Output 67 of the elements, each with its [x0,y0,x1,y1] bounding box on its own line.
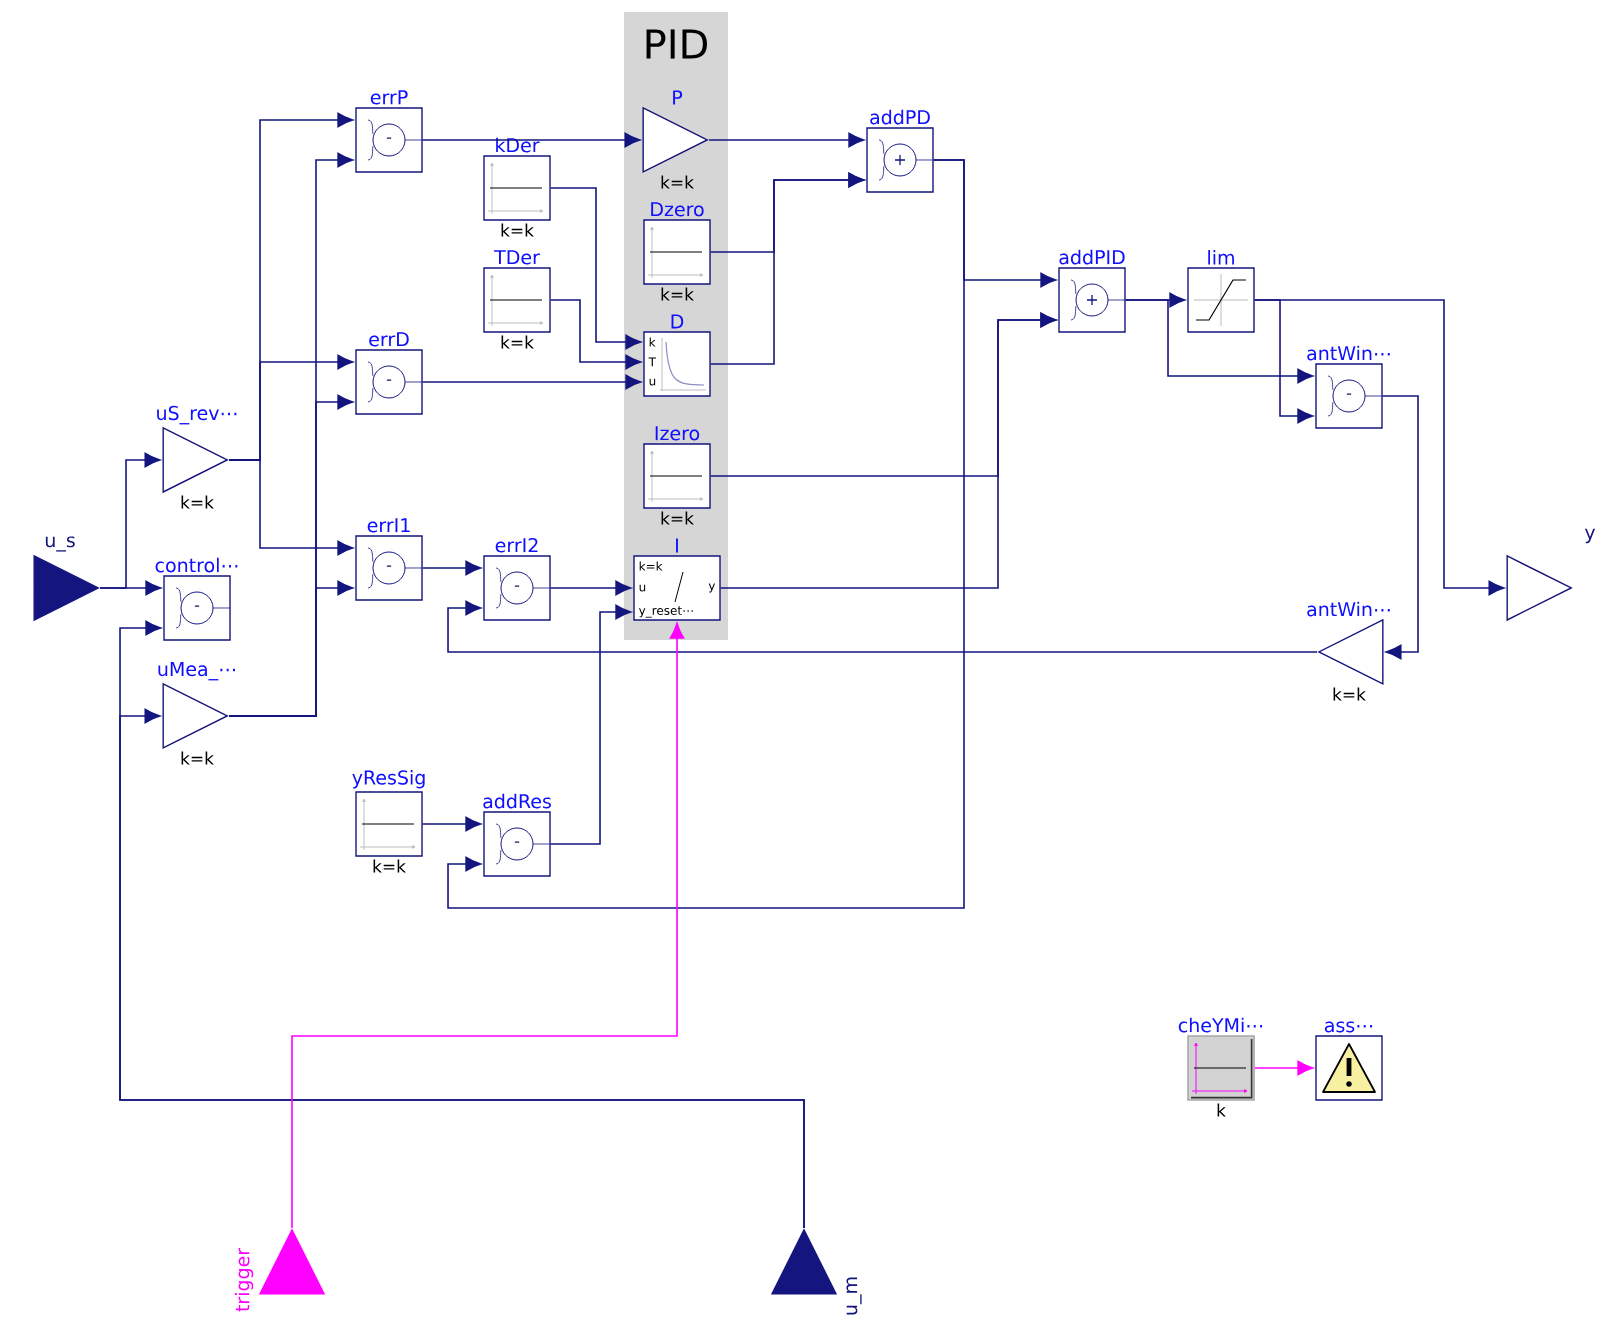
summing-junction: - [372,123,406,157]
summing-junction: - [372,365,406,399]
block-name: ass⋯ [1324,1021,1373,1033]
block-name: uMea_⋯ [158,662,235,681]
block-name: errI2 [495,538,538,553]
summing-junction: - [1332,379,1366,413]
connector-label: u_s [45,536,75,552]
block-name: I [676,538,678,553]
block-name: errI1 [367,518,410,533]
arrow [421,374,642,390]
arrow [447,159,965,909]
block-name: D [671,314,684,329]
arrow [549,187,642,350]
connector-label: u_m [846,1277,862,1315]
arrow [291,622,685,1229]
arrow [421,560,482,576]
block-name: errD [369,332,409,347]
arrow [549,580,632,596]
arrow [421,132,641,148]
parameter-label: k=k [181,495,214,509]
summing-junction: - [500,827,534,861]
block-name: yResSig [352,770,425,789]
block-name: addPD [870,109,930,125]
arrow [228,580,354,717]
connector-label: trigger [234,1247,254,1312]
arrow [1124,299,1314,384]
parameter-label: k [1217,1103,1226,1117]
arrow [549,299,642,370]
arrow [708,132,865,148]
arrow [447,600,1318,653]
block-name: addPID [1059,249,1125,265]
block-name: kDer [496,137,540,153]
block-name: cheYMi⋯ [1178,1017,1263,1033]
connector-label: y [1584,528,1596,544]
block-name: addRes [483,793,551,809]
arrow [719,312,1057,589]
summing-junction: - [500,571,534,605]
parameter-label: k=k [501,335,534,349]
arrow [228,459,354,556]
parameter-label: k=k [181,751,214,765]
arrow [1254,1060,1314,1076]
parameter-label: k=k [661,175,694,189]
arrow [1253,299,1314,424]
block-name: P [673,90,683,105]
summing-junction: - [372,551,406,585]
arrow [1381,395,1419,660]
block-name: Dzero [651,202,704,217]
summing-junction: + [883,143,917,177]
block-name: control⋯ [155,557,238,573]
parameter-label: k=k [1333,687,1366,701]
parameter-label: k=k [373,859,406,873]
summing-junction: + [1075,283,1109,317]
arrow [709,172,865,365]
arrow [549,604,632,845]
arrow [421,816,482,832]
parameter-label: k=k [661,287,694,301]
block-name: Izero [655,426,700,441]
block-name: antWin⋯ [1307,601,1390,617]
parameter-label: k=k [661,511,694,525]
block-name: errP [370,90,408,105]
arrow [99,580,162,596]
parameter-label: k=k [501,223,534,237]
block-name: uS_rev⋯ [157,405,237,425]
block-name: lim [1208,249,1234,265]
summing-junction: - [180,591,214,625]
block-name: TDer [494,250,540,265]
block-name: antWin⋯ [1307,345,1390,361]
